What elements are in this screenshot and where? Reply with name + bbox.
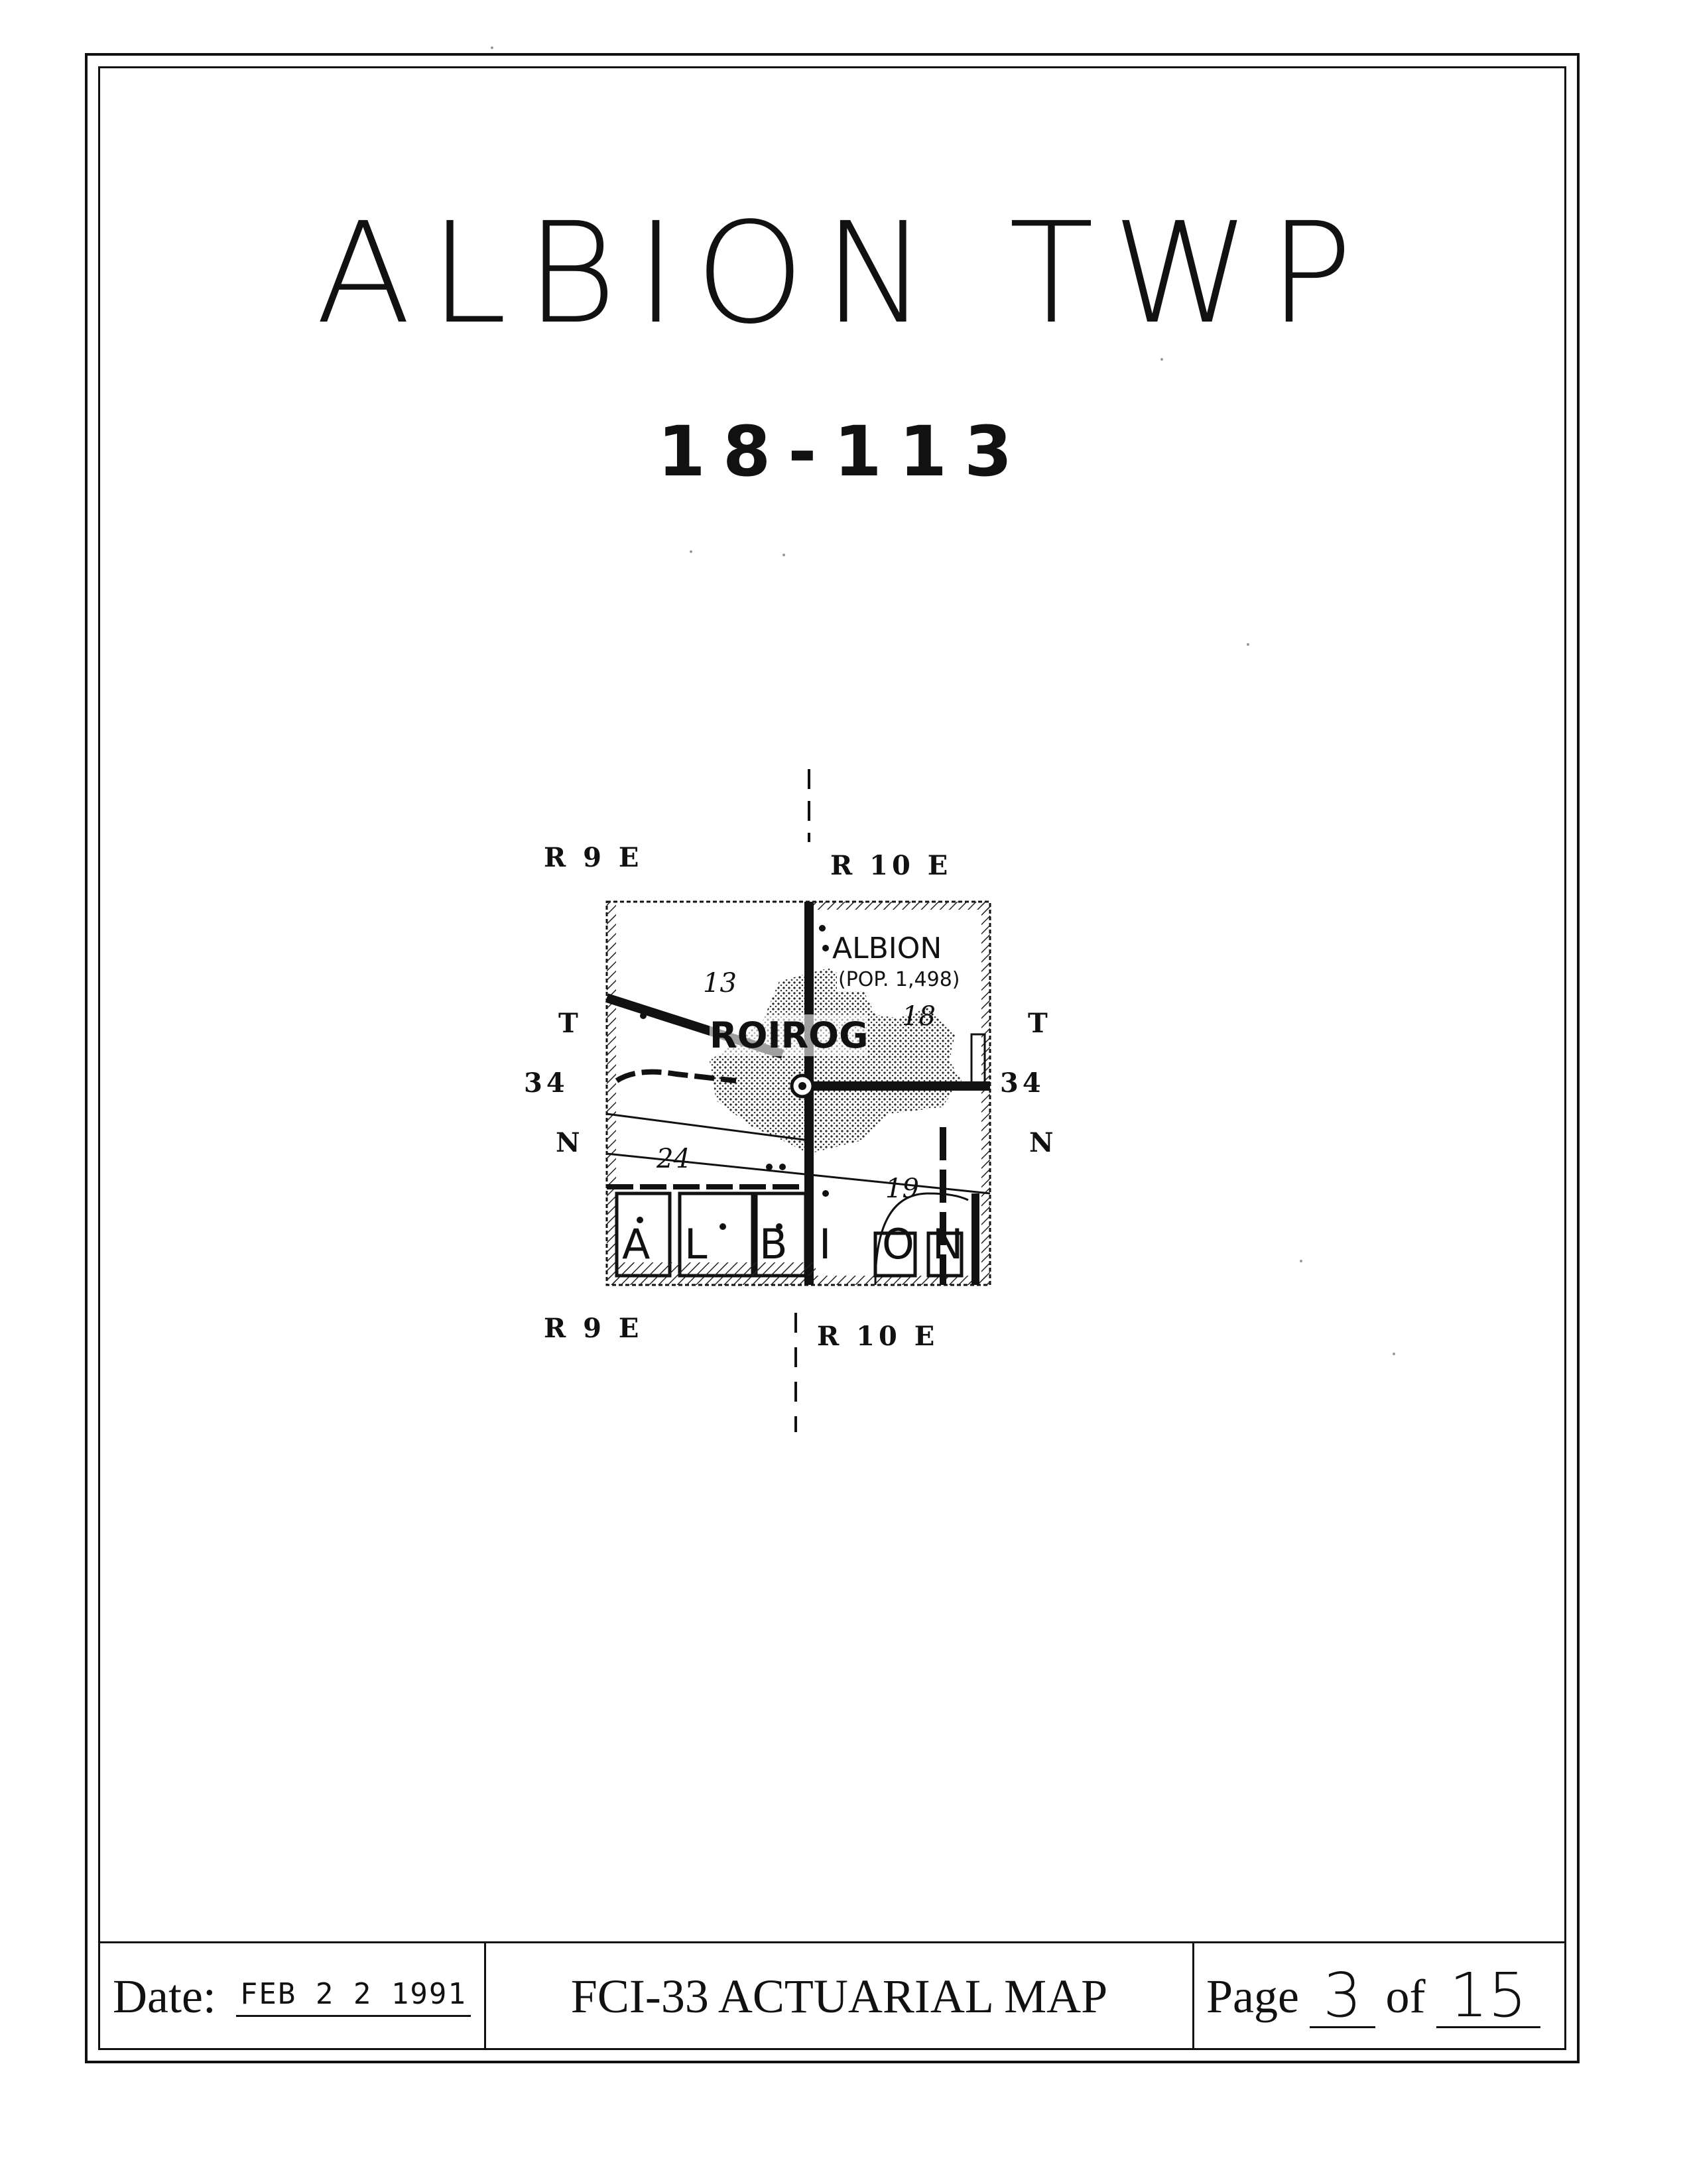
town-letter-o: O [882,1220,926,1268]
section-19: 19 [885,1174,919,1204]
range-east-label-top: R 10 E [830,850,952,881]
page-cell: Page 3 of 15 [1194,1943,1566,2050]
township-n-right: N [1029,1127,1058,1158]
page-total: 15 [1436,1965,1540,2028]
town-letter-n: N [932,1220,975,1268]
section-24: 24 [656,1144,690,1174]
page-of: of [1385,1970,1426,2023]
town-letter-a: A [622,1220,662,1268]
form-title: FCI-33 ACTUARIAL MAP [570,1970,1108,2023]
date-stamp: FEB 2 2 1991 [235,1977,471,2017]
range-west-label-top: R 9 E [544,842,643,873]
map-graphic [605,769,991,1432]
range-west-label-bottom: R 9 E [544,1313,643,1344]
footer-table: Date: FEB 2 2 1991 FCI-33 ACTUARIAL MAP … [98,1941,1566,2050]
section-18: 18 [902,1001,936,1032]
place-name: ALBION [832,932,942,965]
page-number: 3 [1309,1965,1375,2028]
overlay-text: ROIROG [710,1014,869,1056]
date-label: Date: [113,1970,216,2023]
town-letter-i: I [819,1220,844,1268]
township-title: ALBION TWP [316,192,1371,355]
town-letter-l: L [684,1220,719,1268]
section-13: 13 [703,968,737,999]
date-cell: Date: FEB 2 2 1991 [98,1943,486,2050]
township-t-left: T [558,1008,582,1039]
outer-border [85,53,1580,2063]
county-township-code: 18-113 [657,411,1030,492]
township-map: R 9 E R 10 E R 9 E R 10 E T 34 N T 34 N … [517,769,1088,1445]
population-label: (POP. 1,498) [837,968,962,991]
township-t-right: T [1028,1008,1052,1039]
town-letter-b: B [759,1220,800,1268]
township-num-left: 34 [524,1067,569,1099]
township-n-left: N [556,1127,584,1158]
form-title-cell: FCI-33 ACTUARIAL MAP [486,1943,1194,2050]
range-east-label-bottom: R 10 E [817,1321,939,1352]
township-num-right: 34 [1000,1067,1045,1099]
page-label: Page [1206,1970,1299,2023]
inner-border [98,66,1566,2050]
